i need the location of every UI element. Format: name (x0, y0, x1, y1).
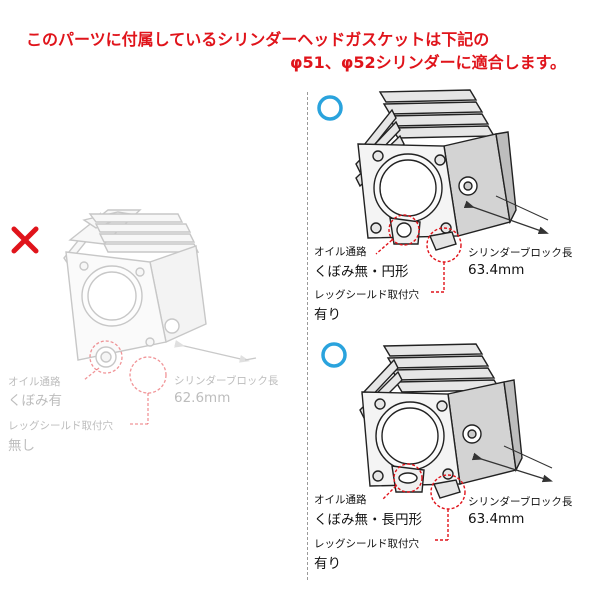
left-cylinder-illustration (63, 209, 207, 368)
left-leg-value: 無し (8, 438, 35, 454)
left-dimension-line (174, 340, 257, 363)
bottom-right-leg-value: 有り (314, 556, 341, 572)
top-right-oil-label: オイル通路 (314, 246, 367, 258)
top-right-block-label: シリンダーブロック長 (468, 247, 573, 259)
bottom-right-compatible-circle-icon (321, 342, 347, 368)
top-right-oil-value: くぼみ無・円形 (314, 264, 409, 280)
bottom-right-cylinder-illustration (359, 343, 523, 499)
bottom-right-dimension-line (471, 445, 553, 483)
top-right-dimension-line (463, 195, 549, 234)
top-right-callouts (375, 214, 462, 293)
top-right-cylinder-illustration (355, 89, 517, 251)
bottom-right-oil-value: くぼみ無・長円形 (314, 512, 422, 528)
bottom-right-callouts (381, 463, 466, 541)
top-right-block-value: 63.4mm (468, 262, 525, 278)
bottom-right-oil-label: オイル通路 (314, 494, 367, 506)
panel-divider (307, 92, 308, 580)
left-leg-label: レッグシールド取付穴 (8, 420, 113, 432)
left-oil-value: くぼみ有 (8, 393, 62, 409)
bottom-right-leg-label: レッグシールド取付穴 (314, 538, 419, 550)
not-compatible-x-icon (11, 226, 39, 254)
top-right-compatible-circle-icon (317, 95, 343, 121)
top-right-leg-value: 有り (314, 307, 341, 323)
left-oil-label: オイル通路 (8, 376, 61, 388)
left-callouts (83, 340, 167, 425)
header-line-1: このパーツに付属しているシリンダーヘッドガスケットは下記の (26, 30, 490, 49)
left-block-value: 62.6mm (174, 390, 231, 406)
bottom-right-block-label: シリンダーブロック長 (468, 496, 573, 508)
bottom-right-block-value: 63.4mm (468, 511, 525, 527)
header-line-2: φ51、φ52シリンダーに適合します。 (290, 53, 566, 72)
left-block-label: シリンダーブロック長 (174, 375, 279, 387)
top-right-leg-label: レッグシールド取付穴 (314, 289, 419, 301)
header-notice: このパーツに付属しているシリンダーヘッドガスケットは下記の φ51、φ52シリン… (0, 28, 600, 78)
